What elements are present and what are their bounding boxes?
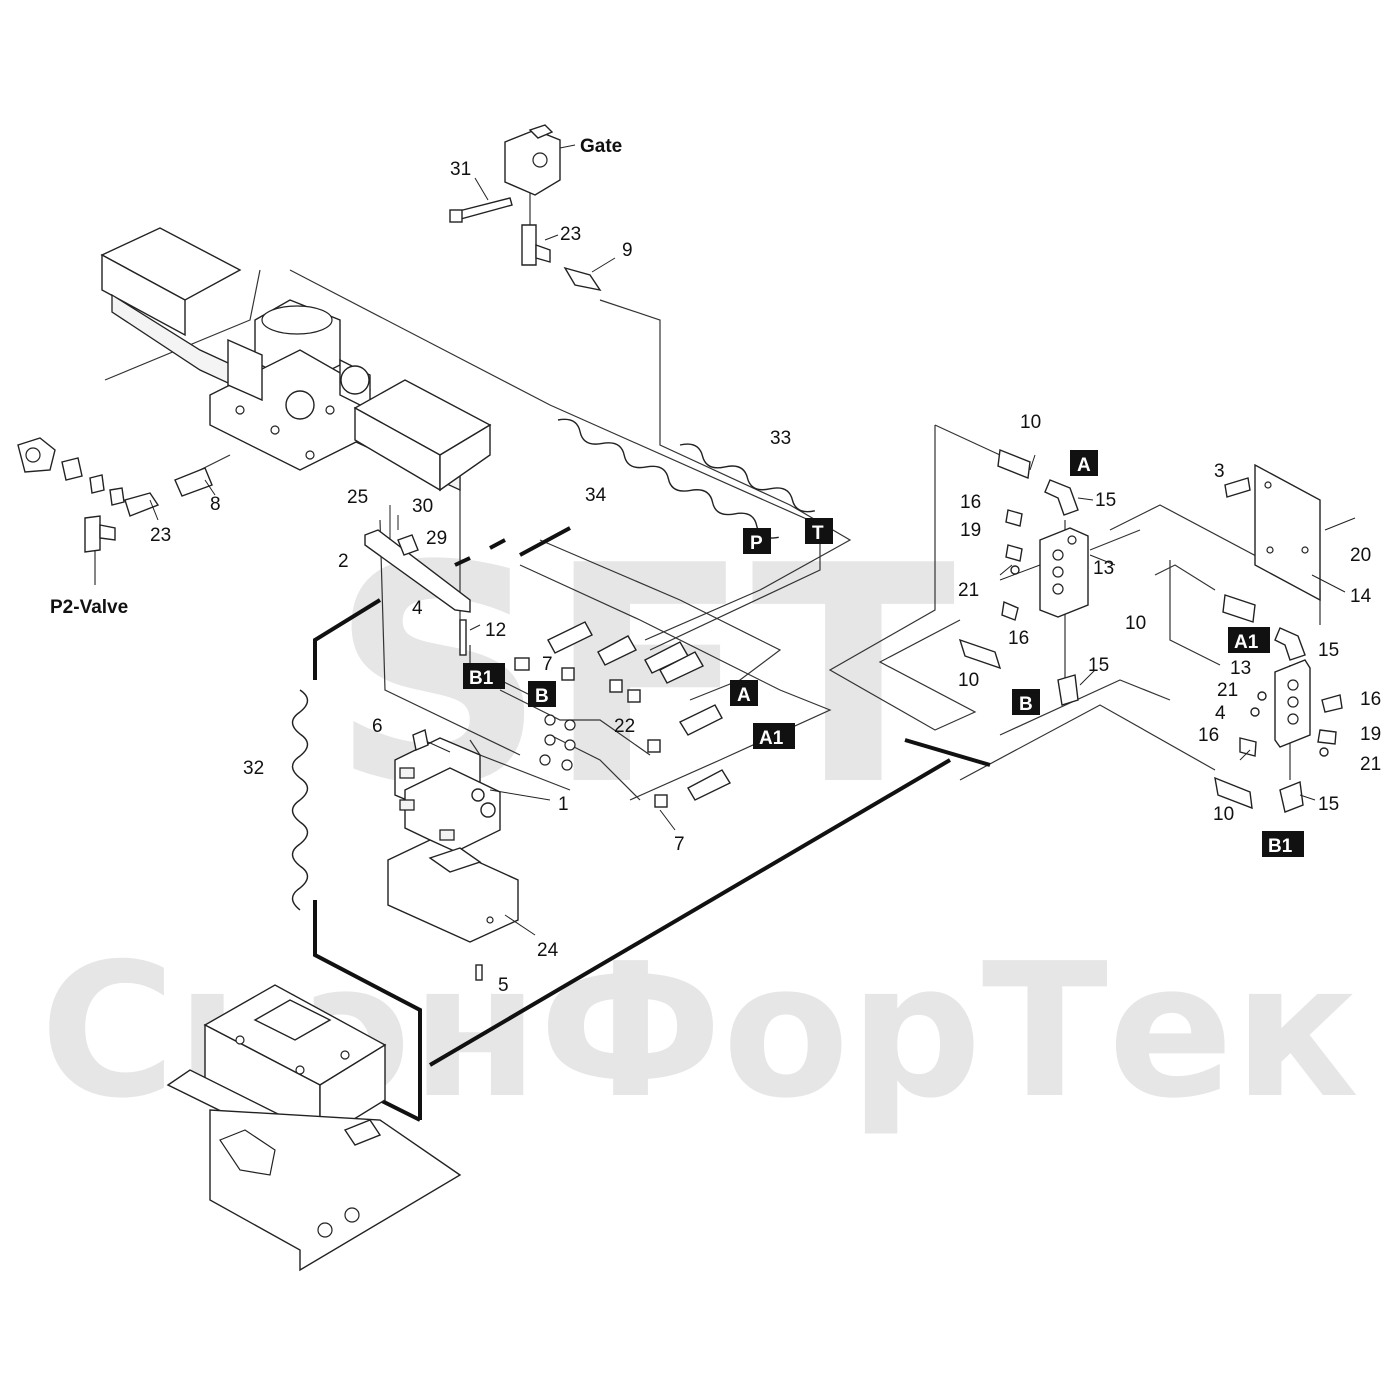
p2-valve-fittings: [17, 437, 216, 553]
callout: 21: [1360, 754, 1381, 775]
callout: 31: [450, 159, 471, 180]
label-p2-valve: P2-Valve: [50, 597, 128, 618]
callout: 33: [770, 428, 791, 449]
manifold-lower: [1214, 594, 1343, 813]
callout: 30: [412, 496, 433, 517]
callout: 16: [960, 492, 981, 513]
callout: 1: [558, 794, 569, 815]
svg-text:A1: A1: [1234, 632, 1259, 653]
callout: 23: [560, 224, 581, 245]
callout: 21: [1217, 680, 1238, 701]
callout: 6: [372, 716, 383, 737]
base-frame: [166, 984, 462, 1272]
callout: 16: [1198, 725, 1219, 746]
coil-hose-33: [679, 443, 815, 513]
coil-hose-34: [557, 418, 779, 539]
callout: 7: [542, 654, 553, 675]
callout: 10: [958, 670, 979, 691]
callout: 4: [1215, 703, 1226, 724]
callout-numbers: 31 23 9 8 23 33 34 25 30 29 2 4 12 7 22 …: [150, 159, 1381, 996]
callout: 24: [537, 940, 559, 961]
callout: 15: [1318, 794, 1339, 815]
svg-text:A: A: [737, 685, 751, 706]
callout: 21: [958, 580, 979, 601]
callout: 13: [1093, 558, 1114, 579]
callout: 13: [1230, 658, 1251, 679]
control-valve-block: [394, 729, 551, 853]
callout: 32: [243, 758, 264, 779]
svg-text:B1: B1: [1268, 836, 1293, 857]
callout: 5: [498, 975, 509, 996]
port-tag-b1: B1: [463, 663, 505, 689]
port-tag-a1: A1: [753, 723, 795, 749]
callout: 19: [1360, 724, 1381, 745]
svg-text:T: T: [812, 523, 824, 544]
callout: 9: [622, 240, 633, 261]
port-tag-a: A: [730, 680, 758, 706]
port-tag-a1-right: A1: [1228, 627, 1270, 653]
callout: 10: [1213, 804, 1234, 825]
callout: 16: [1008, 628, 1029, 649]
coil-hose-32: [291, 689, 309, 911]
callout: 19: [960, 520, 981, 541]
port-tags: P T B1 B A A1 A B A1 B1: [463, 450, 1304, 857]
cover-plate-24: [387, 839, 536, 981]
callout: 14: [1350, 586, 1372, 607]
port-tag-p: P: [743, 528, 771, 554]
port-tag-b: B: [528, 681, 556, 707]
port-tag-a-right: A: [1070, 450, 1098, 476]
callout: 2: [338, 551, 349, 572]
gate-valve-assembly: [449, 124, 616, 292]
port-tag-t: T: [805, 518, 833, 544]
callout: 16: [1360, 689, 1381, 710]
bracket-assembly: [364, 505, 471, 656]
port-tag-b1-right: B1: [1262, 831, 1304, 857]
cable-runs: [313, 526, 991, 1122]
callout: 29: [426, 528, 447, 549]
callout: 8: [210, 494, 221, 515]
callout: 4: [412, 598, 423, 619]
callout: 20: [1350, 545, 1371, 566]
callout: 34: [585, 485, 607, 506]
label-gate: Gate: [580, 136, 622, 157]
callout: 15: [1318, 640, 1339, 661]
callout: 12: [485, 620, 506, 641]
svg-text:P: P: [750, 533, 763, 554]
svg-text:B1: B1: [469, 668, 494, 689]
svg-text:B: B: [535, 686, 549, 707]
manifold-upper: [958, 449, 1116, 706]
callout: 3: [1214, 461, 1225, 482]
port-tag-b-right: B: [1012, 689, 1040, 715]
callout: 22: [614, 716, 635, 737]
hose-fittings-middle: [469, 621, 732, 831]
main-actuator-assembly: [100, 227, 492, 492]
callout: 7: [674, 834, 685, 855]
callout: 25: [347, 487, 368, 508]
callout: 15: [1088, 655, 1109, 676]
svg-text:A1: A1: [759, 728, 784, 749]
callout: 10: [1125, 613, 1146, 634]
callout: 10: [1020, 412, 1041, 433]
callout: 15: [1095, 490, 1116, 511]
callout: 23: [150, 525, 171, 546]
svg-text:A: A: [1077, 455, 1091, 476]
svg-text:B: B: [1019, 694, 1033, 715]
mounting-plate-14: [1224, 463, 1356, 602]
